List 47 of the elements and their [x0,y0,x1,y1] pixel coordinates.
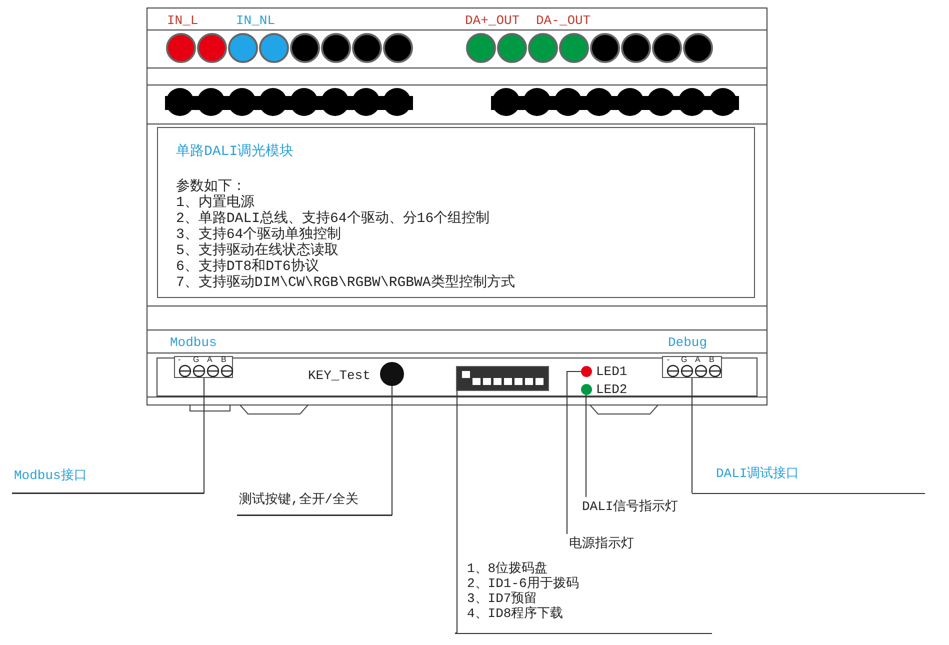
callout-text: 4、ID8程序下载 [467,606,564,621]
leader-line [12,378,204,494]
module-title: 单路DALI调光模块 [176,145,294,160]
pin-label: - [178,355,181,364]
spec-line: 7、支持驱动DIM\CW\RGB\RGBW\RGBWA类型控制方式 [176,276,515,291]
callout-text: DALI调试接口 [716,466,800,481]
led-label: LED2 [596,382,628,397]
pin-label: A [695,355,700,364]
port-label: Debug [668,335,708,350]
callout-label [692,464,925,494]
callout-text: DALI信号指示灯 [582,499,678,514]
terminal-label: DA+_OUT [465,13,520,28]
terminal-label: DA-_OUT [536,13,591,28]
debug-terminal-block [662,356,722,378]
port-label: Modbus [170,335,217,350]
pin-label: B [709,355,714,364]
callout-text: 2、ID1-6用于拨码 [467,576,579,591]
leader-line [454,390,458,634]
callout-text: 1、8位拨码盘 [467,561,548,576]
spec-line: 参数如下： [176,180,246,195]
callout-text: 3、ID7预留 [467,591,538,606]
callout-list [455,561,712,634]
modbus-terminal-block [174,356,233,378]
spec-line: 3、支持64个驱动单独控制 [176,228,342,243]
spec-line: 6、支持DT8和DT6协议 [176,260,319,275]
pin-label: G [193,355,200,364]
pin-label: A [207,355,212,364]
terminal-label: IN_NL [236,13,276,28]
spec-line: 5、支持驱动在线状态读取 [176,244,338,259]
test-button [380,362,404,386]
spec-line: 2、单路DALI总线、支持64个驱动、分16个组控制 [176,212,490,227]
spec-line: 1、内置电源 [176,196,254,211]
pin-label: G [681,355,688,364]
dip-switch [456,366,549,391]
leader-line [236,386,392,516]
callout-text: Modbus接口 [14,468,87,483]
pin-label: - [667,355,670,364]
pin-label: B [221,355,226,364]
signal-indicator-led [581,384,592,395]
power-indicator-led [581,366,592,377]
terminal-label: IN_L [167,13,198,28]
led-label: LED1 [596,364,628,379]
leader-line [566,371,582,534]
callout-text: 电源指示灯 [569,536,634,551]
callout-text: 测试按键,全开/全关 [239,492,359,507]
button-label: KEY_Test [308,368,370,383]
specification-panel [157,127,755,298]
